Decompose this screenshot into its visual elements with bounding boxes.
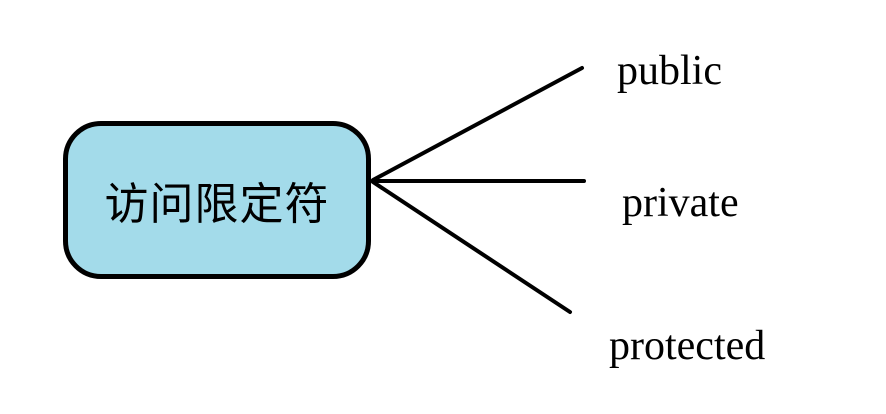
connector-protected: [371, 180, 572, 314]
leaf-private: private: [622, 180, 739, 226]
leaf-public: public: [617, 48, 722, 94]
root-node: 访问限定符: [63, 121, 371, 279]
leaf-protected: protected: [609, 323, 766, 369]
root-node-label: 访问限定符: [104, 179, 330, 230]
connector-public: [371, 66, 584, 182]
